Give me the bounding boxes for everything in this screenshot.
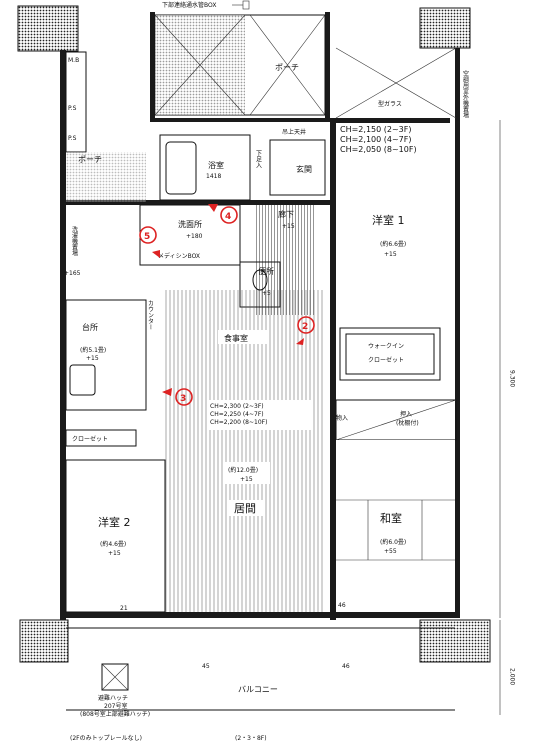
western1-area: (約6.6畳) — [380, 240, 406, 248]
corridor-level: +15 — [282, 223, 295, 230]
porch-top-label: ポーチ — [275, 63, 299, 72]
closet-label: クローゼット — [72, 435, 108, 443]
dim-21: 21 — [120, 605, 128, 612]
balcony-label: バルコニー — [238, 685, 278, 694]
living-label: 居間 — [234, 502, 256, 515]
column-top-left — [17, 5, 79, 52]
fixed-glass: 型ガラス — [378, 100, 402, 108]
kitchen-level: +15 — [86, 355, 99, 362]
walkin-label-2: クローゼット — [368, 356, 404, 364]
japanese-level: +55 — [384, 548, 397, 555]
ac-note: 空調用室外機置場 — [462, 69, 469, 119]
kitchen-ch: +165 — [64, 270, 81, 277]
marker-5: 5 — [139, 226, 160, 258]
japanese-label: 和室 — [380, 511, 402, 525]
top-label: 下部連絡通水管BOX — [162, 1, 216, 9]
ps-label-2: P.S — [68, 135, 77, 142]
western1-level: +15 — [384, 251, 397, 258]
marker-3: 3 — [162, 388, 193, 406]
bath-label: 浴室 — [208, 160, 224, 170]
living-ch2: CH=2,250 (4~7F) — [210, 411, 264, 418]
dim-46-right: 46 — [338, 602, 346, 609]
oshiire-label: 押入 — [400, 410, 412, 418]
living-ch3: CH=2,200 (8~10F) — [210, 419, 267, 426]
western2-area: (約4.6畳) — [100, 540, 126, 548]
column-top-right — [419, 7, 471, 49]
corridor-label: 廊下 — [278, 209, 294, 219]
hatch-label: 避難ハッチ — [98, 694, 128, 702]
japanese-area: (約6.0畳) — [380, 538, 406, 546]
ceiling-bot: CH=2,050 (8~10F) — [340, 145, 417, 154]
svg-text:2: 2 — [302, 322, 308, 332]
oshiire-note: (枕棚付) — [396, 419, 419, 427]
washroom-level: +180 — [186, 233, 203, 240]
washroom-label: 洗面所 — [178, 219, 202, 229]
western2-level: +15 — [108, 550, 121, 557]
dim-2000: 2,000 — [509, 668, 516, 685]
living-level: +15 — [240, 476, 253, 483]
ps-label-1: P.S — [68, 105, 77, 112]
dim-9300: 9,300 — [509, 370, 516, 387]
column-bottom-left — [19, 619, 69, 663]
floors-note: (2・3・8F) — [235, 735, 267, 742]
bath-size: 1418 — [206, 173, 221, 180]
washer-label: 洗濯機置場 — [71, 225, 78, 257]
rail-note: (2Fのみトップレールなし) — [70, 735, 142, 742]
toilet-label: 便所 — [258, 266, 274, 276]
western1-label: 洋室 1 — [372, 213, 405, 227]
dining-label: 食事室 — [224, 333, 248, 343]
hatch-note: (808号室上部避難ハッチ) — [80, 710, 150, 718]
kitchen-area: (約5.1畳) — [80, 346, 106, 354]
dim-45: 45 — [202, 663, 210, 670]
marker-2: 2 — [296, 316, 315, 345]
medicine-box: メディシンBOX — [158, 252, 200, 260]
western2-label: 洋室 2 — [98, 515, 131, 529]
ceiling-top: CH=2,150 (2~3F) — [340, 125, 411, 134]
mb-label: M.B — [68, 57, 79, 64]
kitchen-label: 台所 — [82, 322, 98, 332]
svg-text:4: 4 — [225, 212, 231, 222]
marker-4: 4 — [208, 204, 238, 224]
svg-text:5: 5 — [144, 232, 150, 242]
ceiling-note: 吊上天井 — [282, 128, 306, 136]
walkin-label: ウォークイン — [368, 342, 404, 350]
entrance-label: 玄関 — [296, 164, 312, 174]
storage-label: 物入 — [336, 414, 348, 422]
kitchen-counter: カウンター — [147, 300, 154, 330]
hatch-room: 207号室 — [104, 702, 127, 710]
shoes-label: 下足入 — [255, 150, 262, 168]
living-ch1: CH=2,300 (2~3F) — [210, 403, 264, 410]
ceiling-mid: CH=2,100 (4~7F) — [340, 135, 411, 144]
porch-side-label: ポーチ — [78, 155, 102, 164]
svg-text:3: 3 — [180, 394, 186, 404]
column-bottom-right — [419, 619, 491, 663]
living-area: (約12.0畳) — [228, 466, 258, 474]
dim-46-bottom: 46 — [342, 663, 350, 670]
